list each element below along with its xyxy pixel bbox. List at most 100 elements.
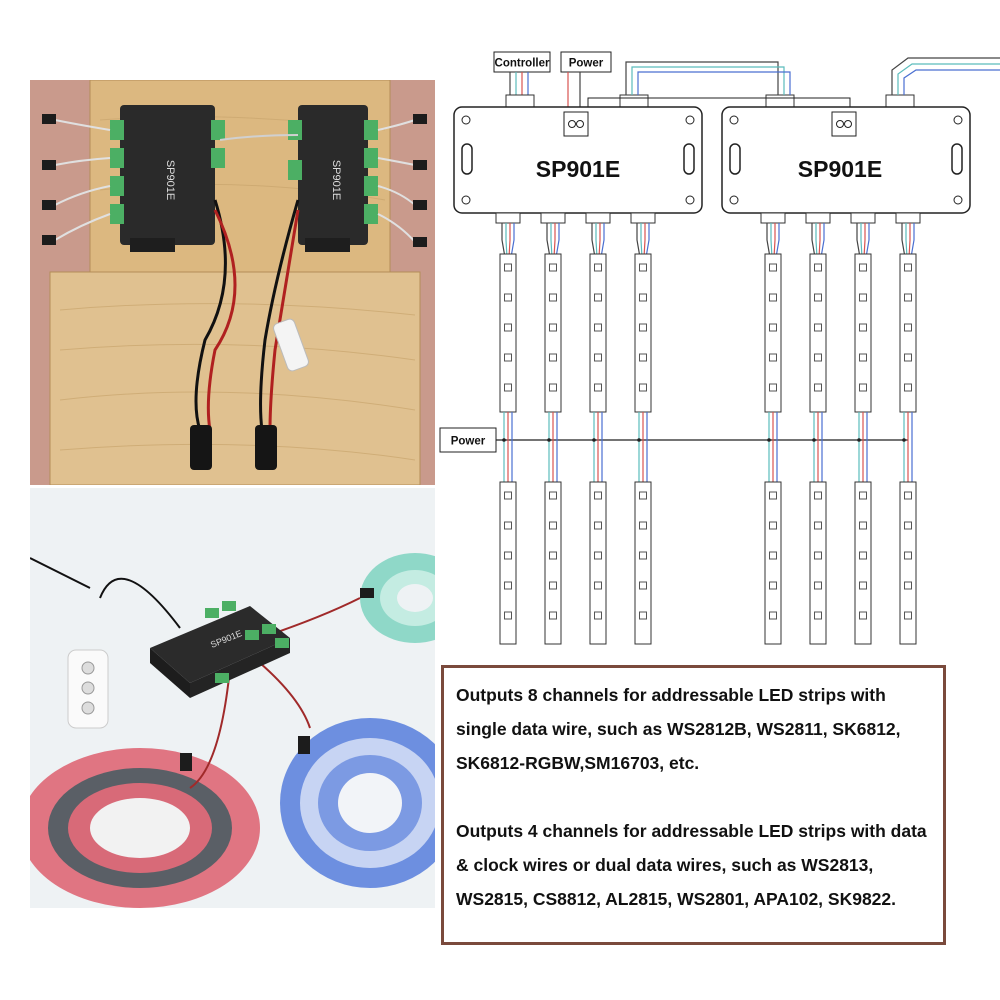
led-chip bbox=[904, 521, 912, 530]
led-chip bbox=[904, 581, 912, 590]
led-chip bbox=[504, 581, 512, 590]
channel-wire bbox=[811, 223, 815, 255]
led-chip bbox=[594, 263, 602, 272]
output-pigtails bbox=[54, 119, 416, 243]
led-chip bbox=[504, 611, 512, 620]
led-chip bbox=[904, 323, 912, 332]
channel-wire bbox=[818, 223, 821, 255]
led-chip bbox=[504, 383, 512, 392]
channel-wire bbox=[556, 223, 560, 255]
led-chip bbox=[859, 323, 867, 332]
led-chip bbox=[594, 521, 602, 530]
remote-control bbox=[67, 649, 109, 729]
channel-wire bbox=[773, 223, 776, 255]
led-chip bbox=[594, 611, 602, 620]
led-chip bbox=[549, 293, 557, 302]
channel-wire bbox=[546, 223, 550, 255]
spec-paragraph-dual-wire: Outputs 4 channels for addressable LED s… bbox=[456, 821, 927, 909]
power-label-box-top bbox=[560, 51, 612, 73]
power-label-top: Power bbox=[569, 58, 604, 70]
led-chip bbox=[639, 491, 647, 500]
jst-connectors bbox=[180, 588, 374, 771]
plywood-lower bbox=[49, 271, 421, 485]
cables bbox=[30, 557, 361, 789]
led-chip bbox=[639, 323, 647, 332]
channel-wire bbox=[866, 223, 870, 255]
product-photo: SP901E bbox=[30, 488, 435, 908]
channel-wire bbox=[815, 223, 818, 255]
led-chip bbox=[594, 293, 602, 302]
led-chip bbox=[904, 551, 912, 560]
unit2-input-port bbox=[765, 94, 795, 108]
power-label-box-mid bbox=[439, 427, 497, 453]
led-chip bbox=[769, 581, 777, 590]
led-chip bbox=[639, 521, 647, 530]
led-chip bbox=[639, 383, 647, 392]
led-chip bbox=[859, 551, 867, 560]
led-chip bbox=[814, 611, 822, 620]
led-strip-lower bbox=[544, 481, 562, 645]
channel-port bbox=[630, 212, 656, 224]
channel-wire bbox=[598, 223, 601, 255]
led-chip bbox=[904, 491, 912, 500]
channel-wire bbox=[860, 223, 863, 255]
led-chip bbox=[859, 383, 867, 392]
led-chip bbox=[594, 551, 602, 560]
led-chip bbox=[639, 293, 647, 302]
led-chip bbox=[814, 293, 822, 302]
led-chip bbox=[769, 611, 777, 620]
led-chip bbox=[814, 383, 822, 392]
led-chip bbox=[594, 383, 602, 392]
power-junction bbox=[857, 438, 861, 442]
channel-wire bbox=[908, 223, 911, 255]
channel-port bbox=[760, 212, 786, 224]
led-chip bbox=[859, 263, 867, 272]
led-chip bbox=[859, 581, 867, 590]
channel-wire bbox=[821, 223, 825, 255]
channel-wire bbox=[770, 223, 773, 255]
controller-wires bbox=[509, 72, 581, 112]
channel-port bbox=[495, 212, 521, 224]
led-chip bbox=[769, 551, 777, 560]
dc-plugs bbox=[190, 425, 277, 470]
led-chip bbox=[769, 323, 777, 332]
led-chip bbox=[639, 581, 647, 590]
board-label-right: SP901E bbox=[330, 160, 342, 200]
led-strip-lower bbox=[634, 481, 652, 645]
wiring-diagram: Controller Power SP901E bbox=[439, 51, 1000, 645]
installation-photo: SP901E SP901E bbox=[30, 80, 435, 485]
channel-wire bbox=[505, 223, 508, 255]
led-chip bbox=[904, 293, 912, 302]
power-link-wire bbox=[587, 97, 851, 112]
led-chip bbox=[859, 521, 867, 530]
channel-wire bbox=[511, 223, 515, 255]
channel-wire bbox=[591, 223, 595, 255]
led-chip bbox=[859, 353, 867, 362]
controller-device: SP901E bbox=[150, 601, 290, 698]
wood-grain bbox=[59, 116, 416, 461]
power-label-mid: Power bbox=[451, 436, 486, 448]
channel-wire bbox=[501, 223, 505, 255]
led-chip bbox=[504, 353, 512, 362]
led-chip bbox=[549, 581, 557, 590]
controller-label: Controller bbox=[495, 58, 550, 70]
led-chip bbox=[769, 353, 777, 362]
led-strip-lower bbox=[809, 481, 827, 645]
channel-wire bbox=[636, 223, 640, 255]
led-chip bbox=[814, 491, 822, 500]
specification-box: Outputs 8 channels for addressable LED s… bbox=[441, 665, 946, 945]
led-chip bbox=[549, 323, 557, 332]
channel-port bbox=[895, 212, 921, 224]
led-chip bbox=[549, 521, 557, 530]
led-strip-lower bbox=[589, 481, 607, 645]
led-chip bbox=[549, 611, 557, 620]
channel-wire bbox=[508, 223, 511, 255]
unit1-input-port bbox=[505, 94, 535, 108]
led-chip bbox=[769, 521, 777, 530]
led-chip bbox=[859, 611, 867, 620]
channel-port bbox=[850, 212, 876, 224]
led-chip bbox=[904, 611, 912, 620]
channel-wire bbox=[601, 223, 605, 255]
led-chip bbox=[814, 521, 822, 530]
led-chip bbox=[549, 263, 557, 272]
